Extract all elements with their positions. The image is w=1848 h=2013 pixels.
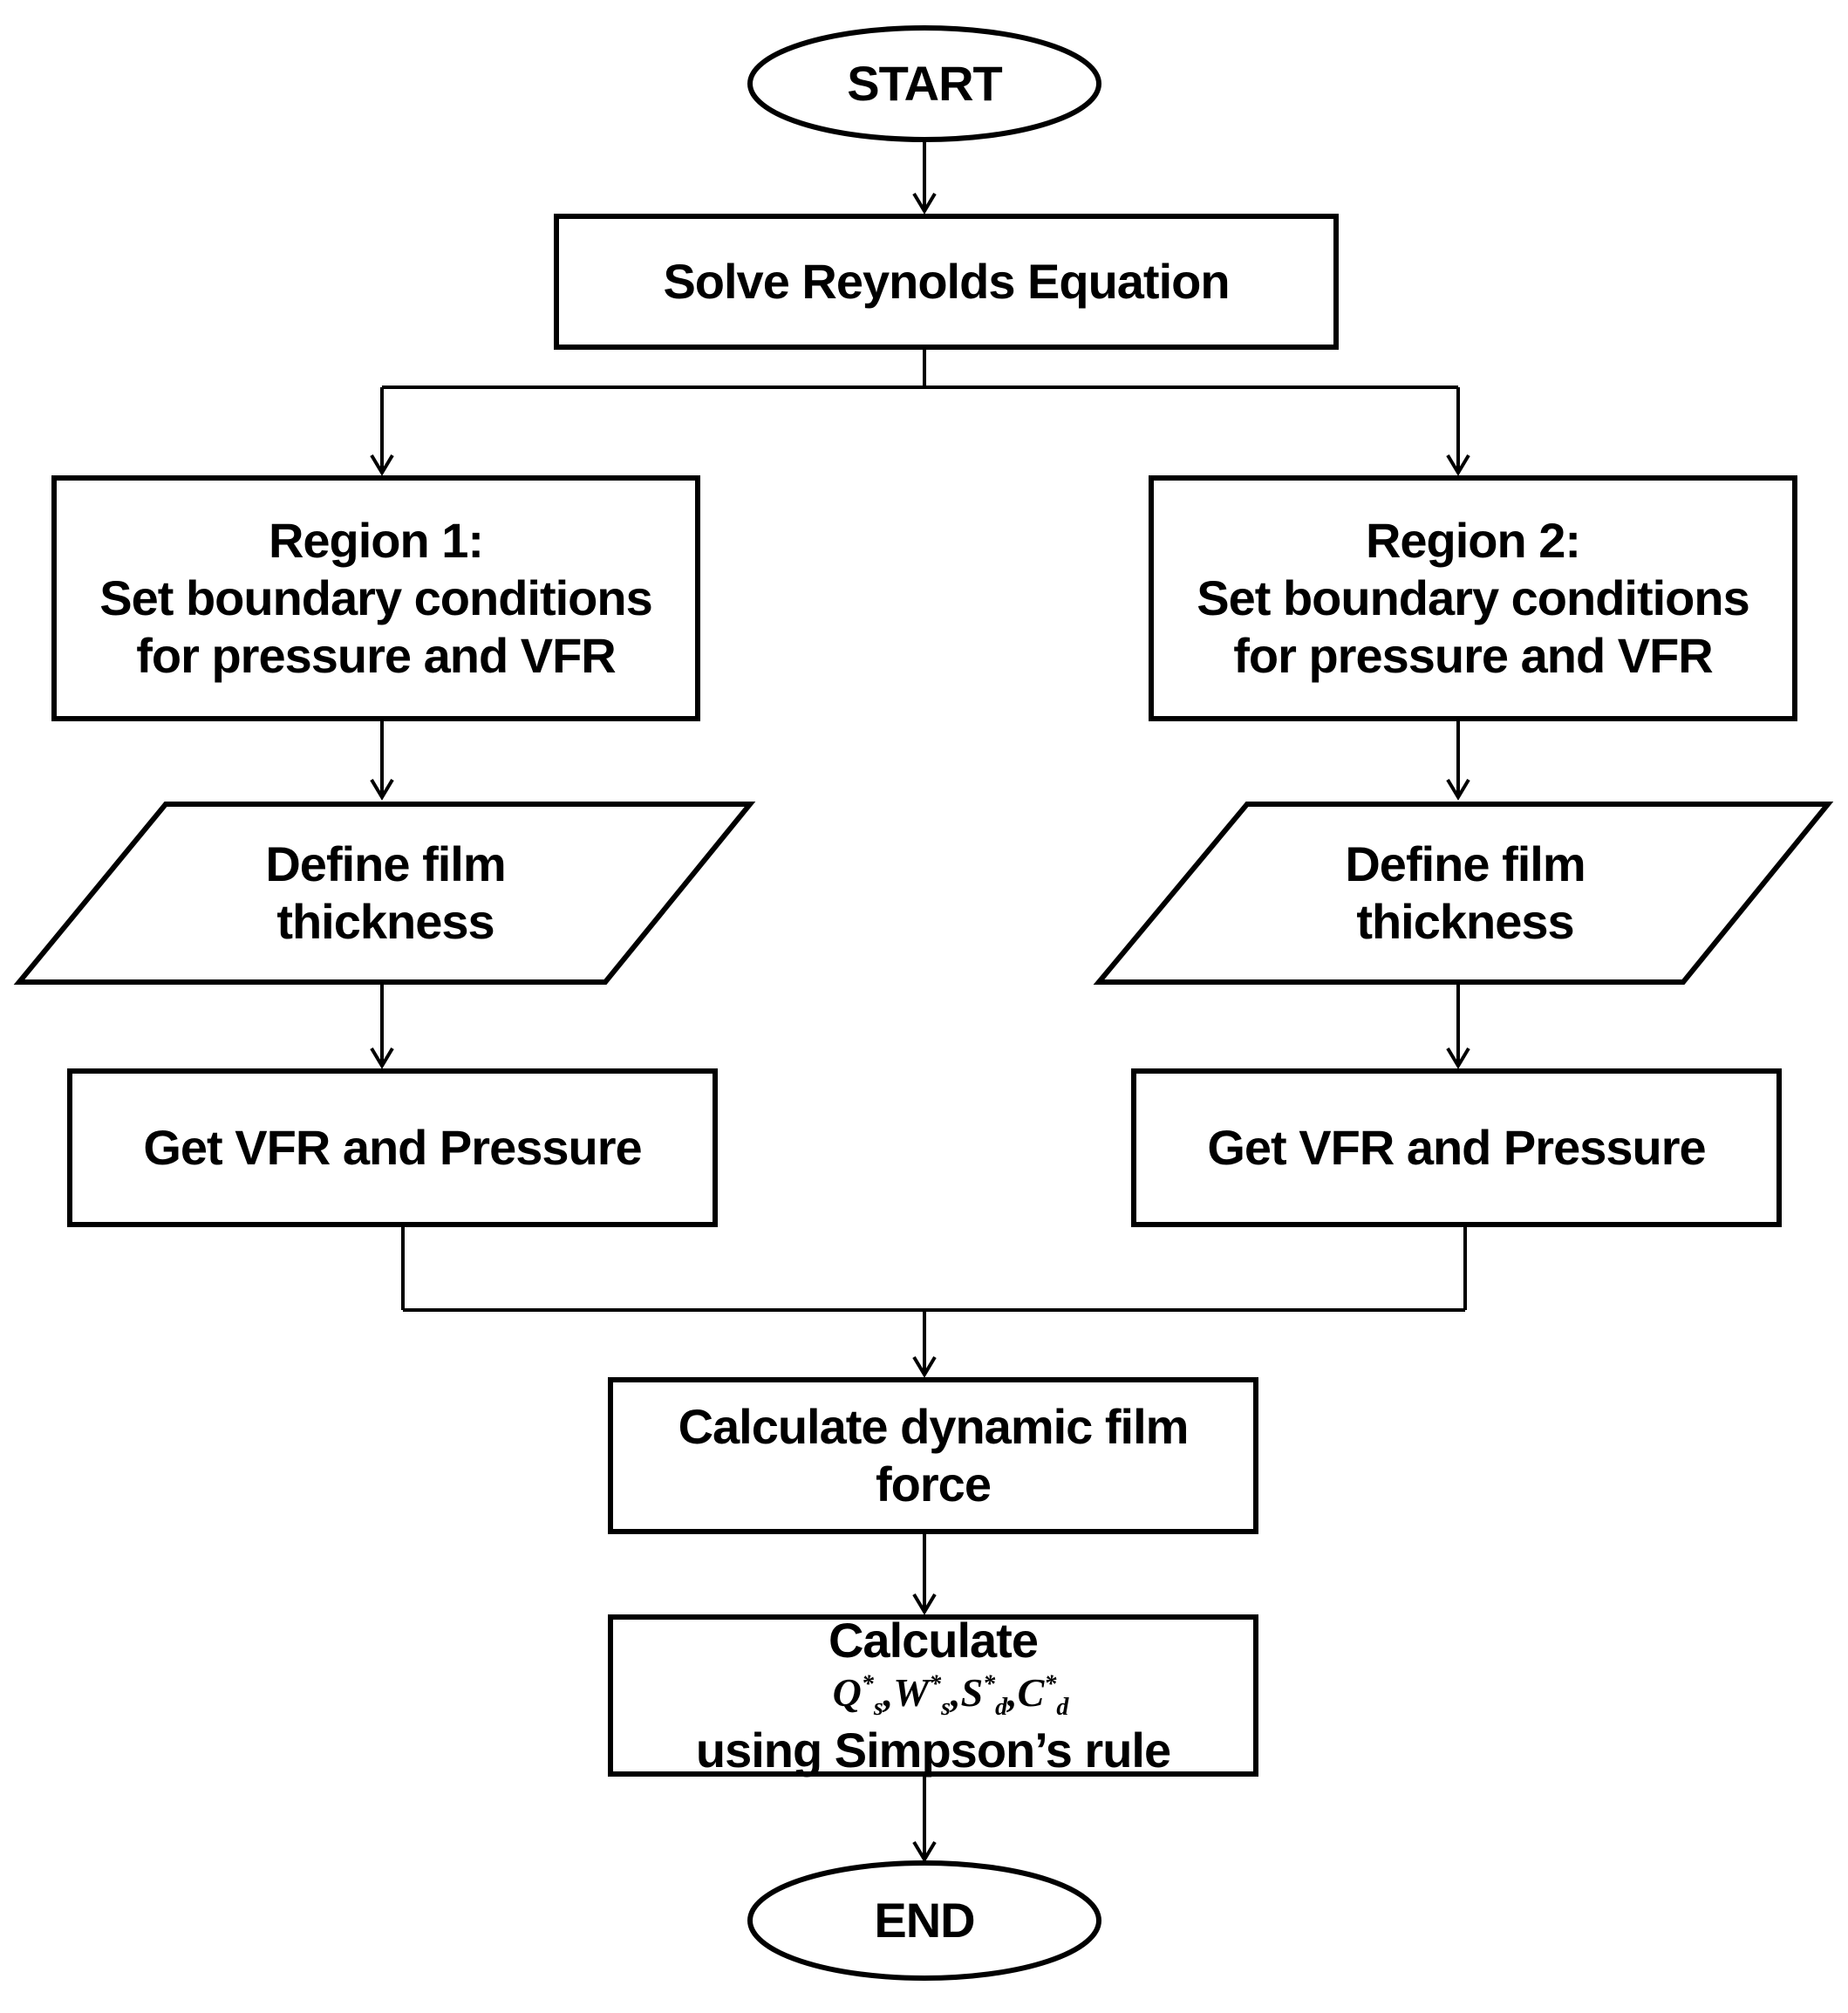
dynamic-line1: Calculate dynamic film — [678, 1398, 1190, 1454]
get2-box — [1131, 1068, 1782, 1227]
end-label: END — [750, 1868, 1099, 1973]
get2-label: Get VFR and Pressure — [1136, 1074, 1776, 1222]
calc-label: Calculate Q*s,W*s,S*d,C*d using Simpson’… — [613, 1613, 1253, 1778]
region2-box — [1149, 475, 1797, 721]
region1-line3: for pressure and VFR — [136, 628, 616, 684]
calc-line1: Calculate Q*s,W*s,S*d,C*d — [798, 1612, 1069, 1722]
film1-parallelogram — [13, 802, 756, 985]
region1-label: Region 1: Set boundary conditions for pr… — [57, 481, 695, 716]
calc-box — [608, 1614, 1258, 1777]
arrowhead-dynamic — [912, 1355, 937, 1378]
arrowhead-end — [912, 1840, 937, 1863]
arrowhead-get2 — [1446, 1047, 1470, 1069]
film1-label: Define film thickness — [166, 807, 605, 979]
region2-title: Region 2: — [1365, 512, 1581, 568]
solve-label: Solve Reynolds Equation — [559, 219, 1333, 345]
film1-line2: thickness — [276, 894, 494, 949]
arrowhead-get1 — [370, 1047, 394, 1069]
film2-label: Define film thickness — [1247, 807, 1683, 979]
region1-box — [51, 475, 700, 721]
start-text: START — [847, 55, 1002, 111]
region2-line2: Set boundary conditions — [1197, 570, 1749, 625]
calc-symbols: Q*s,W*s,S*d,C*d — [832, 1669, 1069, 1722]
region2-line3: for pressure and VFR — [1233, 628, 1713, 684]
arrowhead-solve — [912, 192, 937, 215]
arrowhead-film2 — [1446, 778, 1470, 801]
film2-line1: Define film — [1345, 836, 1585, 891]
end-text: END — [874, 1892, 975, 1948]
film2-parallelogram — [1093, 802, 1834, 985]
arrowhead-region2 — [1446, 454, 1470, 476]
arrowhead-region1 — [370, 454, 394, 476]
calc-line2: using Simpson’s rule — [695, 1723, 1171, 1778]
dynamic-line2: force — [876, 1457, 992, 1511]
solve-text: Solve Reynolds Equation — [663, 253, 1230, 309]
dynamic-box — [608, 1377, 1258, 1534]
region1-title: Region 1: — [268, 512, 484, 568]
get1-text: Get VFR and Pressure — [143, 1119, 642, 1175]
film2-line2: thickness — [1356, 894, 1574, 949]
film1-line1: Define film — [265, 836, 506, 891]
solve-box — [554, 214, 1339, 350]
get1-box — [67, 1068, 718, 1227]
start-label: START — [750, 35, 1099, 133]
calc-word: Calculate — [828, 1612, 1039, 1668]
arrowhead-calc — [912, 1593, 937, 1615]
region1-line2: Set boundary conditions — [99, 570, 652, 625]
get2-text: Get VFR and Pressure — [1207, 1119, 1706, 1175]
get1-label: Get VFR and Pressure — [72, 1074, 713, 1222]
region2-label: Region 2: Set boundary conditions for pr… — [1154, 481, 1792, 716]
end-terminal — [747, 1860, 1101, 1981]
arrowhead-film1 — [370, 778, 394, 801]
dynamic-label: Calculate dynamic film force — [613, 1382, 1253, 1529]
